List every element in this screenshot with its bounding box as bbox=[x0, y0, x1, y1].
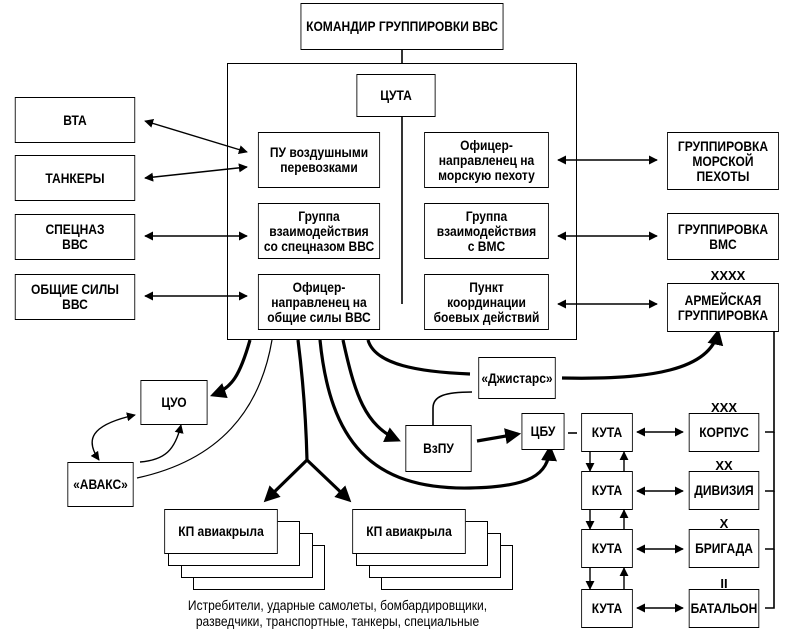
officer-marine-box: Офицер- направленец на морскую пехоту bbox=[424, 132, 549, 188]
cuta-box: ЦУТА bbox=[356, 74, 436, 117]
kuta-box-2: КУТА bbox=[581, 471, 633, 510]
kuta-box-1: КУТА bbox=[581, 413, 633, 452]
brigade-box: БРИГАДА bbox=[688, 529, 760, 568]
vzpu-box: ВзПУ bbox=[405, 425, 472, 472]
pu-air-transport-box: ПУ воздушными перевозками bbox=[257, 132, 381, 188]
general-forces-box: ОБЩИЕ СИЛЫ ВВС bbox=[14, 274, 136, 320]
spetsnaz-vvs-box: СПЕЦНАЗ ВВС bbox=[14, 214, 136, 260]
vta-link bbox=[144, 119, 248, 154]
division-rank-label: XX bbox=[715, 458, 733, 473]
frame-to-kp-trunk bbox=[296, 339, 309, 461]
frame-to-jstars bbox=[366, 339, 471, 376]
tankers-box: ТАНКЕРЫ bbox=[14, 155, 136, 201]
army-grouping-box: АРМЕЙСКАЯ ГРУППИРОВКА bbox=[667, 283, 779, 332]
kp-wing-2-box: КП авиакрыла bbox=[352, 509, 466, 554]
kuta-box-3: КУТА bbox=[581, 529, 633, 568]
coordination-point-box: Пункт координации боевых действий bbox=[424, 274, 549, 330]
kp-branch-right bbox=[305, 458, 352, 503]
corps-box: КОРПУС bbox=[688, 413, 760, 452]
frame-to-cuo-arrow bbox=[209, 339, 252, 399]
cuo-awacs-link bbox=[90, 412, 136, 461]
corps-rank-label: XXX bbox=[710, 400, 737, 415]
aircraft-types-caption: Истребители, ударные самолеты, бомбардир… bbox=[187, 597, 488, 629]
frame-to-awacs-line bbox=[136, 339, 273, 479]
battalion-rank-label: II bbox=[720, 576, 728, 591]
vms-group-box: Группа взаимодействия с ВМС bbox=[424, 203, 549, 259]
brigade-rank-label: X bbox=[719, 516, 729, 531]
army-rank-label: XXXX bbox=[710, 268, 746, 283]
army-hierarchy-spine-2 bbox=[765, 432, 775, 492]
jstars-to-army-arrow bbox=[561, 328, 724, 380]
army-hierarchy-spine-4 bbox=[765, 549, 775, 609]
kuta-box-4: КУТА bbox=[581, 589, 633, 628]
battalion-box: БАТАЛЬОН bbox=[688, 589, 760, 628]
frame-to-cbu-arrow bbox=[318, 339, 558, 490]
kp-wing-1-box: КП авиакрыла bbox=[164, 509, 278, 554]
kp-branch-left bbox=[263, 458, 309, 503]
cbu-box: ЦБУ bbox=[521, 413, 565, 450]
officer-general-forces-box: Офицер- направленец на общие силы ВВС bbox=[257, 274, 381, 330]
cuo-box: ЦУО bbox=[140, 380, 208, 425]
command-frame bbox=[227, 63, 577, 340]
awacs-box: «АВАКС» bbox=[67, 462, 134, 507]
vzpu-to-cbu-arrow bbox=[476, 428, 522, 445]
army-hierarchy-spine bbox=[765, 332, 775, 433]
army-hierarchy-spine-3 bbox=[765, 491, 775, 550]
vta-box: ВТА bbox=[14, 97, 136, 143]
jstars-box: «Джистарс» bbox=[478, 357, 556, 399]
spetsnaz-group-box: Группа взаимодействия со спецназом ВВС bbox=[257, 203, 381, 259]
division-box: ДИВИЗИЯ bbox=[688, 471, 760, 510]
commander-box: КОМАНДИР ГРУППИРОВКИ ВВС bbox=[300, 3, 504, 50]
frame-to-vzpu-arrow bbox=[341, 339, 401, 442]
tankers-link bbox=[144, 163, 248, 182]
cuo-awacs-link-2 bbox=[139, 424, 184, 463]
vzpu-to-jstars bbox=[432, 391, 473, 425]
marine-grouping-box: ГРУППИРОВКА МОРСКОЙ ПЕХОТЫ bbox=[667, 132, 779, 190]
vms-grouping-box: ГРУППИРОВКА ВМС bbox=[667, 213, 779, 260]
